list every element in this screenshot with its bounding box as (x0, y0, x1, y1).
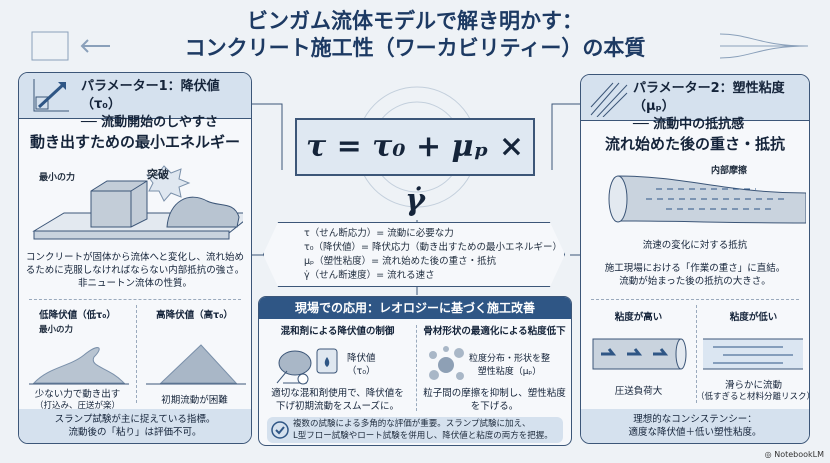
admixture-desc-1: 適切な混和剤使用で、降伏値を (271, 388, 404, 399)
parameter-1-panel: パラメーター1：降伏値（τ₀） ── 流動開始のしやすさ 動き出すための最小エネル… (18, 72, 252, 444)
aggregate-title: 骨材形状の最適化による粘度低下 (423, 326, 566, 337)
low-yield-title: 低降伏値（低τ₀） (39, 310, 116, 321)
parameter-2-panel: パラメーター2：塑性粘度（μₚ）── 流動中の抵抗感 流れ始めた後の重さ・抵抗 … (580, 74, 810, 444)
panel-2-footer-1: 理想的なコンシステンシー： (633, 414, 757, 425)
decorative-flow-icon (720, 33, 809, 59)
panel-2-footer-2: 適度な降伏値＋低い塑性粘度。 (628, 427, 762, 438)
aggregate-desc-2: を下げる。 (470, 401, 519, 412)
page-title: ビンガム流体モデルで解き明かす： コンクリート施工性（ワーカビリティー）の本質 (0, 8, 830, 62)
high-viscosity-text: 圧送負荷大 (614, 386, 663, 397)
low-yield-force-label: 最小の力 (39, 325, 74, 335)
panel-2-subtitle: ── 流動中の抵抗感 (633, 117, 745, 132)
panel-1-desc-2: るために克服しなければならない内部抵抗の強さ。 (25, 265, 245, 276)
panel-1-heading: 動き出すための最小エネルギー (29, 133, 240, 151)
panel-2-heading: 流れ始めた後の重さ・抵抗 (604, 135, 785, 153)
block-breakthrough-illustration (32, 165, 243, 240)
viscosity-flow-icon (590, 82, 628, 117)
mixer-admixture-icon (276, 348, 338, 385)
min-force-label: 最小の力 (39, 173, 76, 183)
low-viscosity-flow-icon (703, 338, 803, 370)
title-line-2: コンクリート施工性（ワーカビリティー）の本質 (184, 36, 646, 60)
low-yield-note: （打込み、圧送が楽） (34, 401, 120, 411)
definition-tau: τ（せん断応力）= 流動に必要な力 (304, 228, 454, 239)
breakthrough-label: 突破 (147, 168, 169, 181)
title-line-1: ビンガム流体モデルで解き明かす： (247, 9, 583, 33)
aggregate-particles-icon (429, 346, 464, 380)
internal-friction-label: 内部摩擦 (711, 166, 748, 176)
yield-arrow-icon (33, 79, 69, 112)
low-viscosity-title: 粘度が低い (729, 312, 778, 323)
low-viscosity-note: （低すぎると材料分離リスク） (696, 392, 810, 402)
check-circle-icon (271, 421, 289, 439)
application-title: 現場での応用：レオロジーに基づく施工改善 (259, 297, 571, 319)
definition-tau0: τ₀（降伏値）= 降伏応力（動き出すための最小エネルギー） (304, 242, 563, 253)
application-box: 現場での応用：レオロジーに基づく施工改善 混和剤による降伏値の制御 降伏値 （τ₀… (258, 296, 572, 446)
high-yield-section: 高降伏値（高τ₀） 初期流動が困難 (136, 309, 251, 406)
panel-1-footer: スランプ試験が主に捉えている指標。流動後の「粘り」は評価不可。 (19, 409, 251, 443)
low-viscosity-text: 滑らかに流動 (724, 380, 782, 391)
panel-1-footer-1: スランプ試験が主に捉えている指標。 (54, 414, 216, 425)
high-viscosity-pipe-icon (592, 338, 687, 370)
admixture-desc-2: 下げ初期流動をスムーズに。 (275, 401, 400, 412)
definitions-box: τ（せん断応力）= 流動に必要な力 τ₀（降伏値）= 降伏応力（動き出すための最… (263, 222, 565, 287)
bingham-equation: τ = τ₀ + μₚ × γ̇ (295, 118, 535, 218)
note-line-1: 複数の試験による多角的な評価が重要。スランプ試験に加え、 (293, 419, 531, 429)
panel-1-footer-2: 流動後の「粘り」は評価不可。 (68, 427, 202, 438)
high-yield-title: 高降伏値（高τ₀） (156, 310, 233, 321)
panel-1-desc-1: コンクリートが固体から流体へと変化し、流れ始め (25, 252, 245, 263)
panel-2-desc-1: 施工現場における「作業の重さ」に直結。 (604, 263, 786, 274)
panel-2-title: パラメーター2：塑性粘度（μₚ） (633, 81, 785, 114)
panel-2-footer: 理想的なコンシステンシー： 適度な降伏値＋低い塑性粘度。 (581, 409, 809, 443)
pipe-flow-illustration (608, 175, 806, 224)
high-yield-text: 初期流動が困難 (161, 395, 228, 406)
aggregate-label-2: 塑性粘度（μₚ） (477, 367, 542, 377)
definition-mup: μₚ（塑性粘度）= 流れ始めた後の重さ・抵抗 (304, 256, 497, 267)
decorative-arrow-icon (31, 31, 110, 61)
definition-gamma-dot: γ̇（せん断速度）= 流れる速さ (304, 270, 435, 281)
low-yield-section: 低降伏値（低τ₀） 最小の力 少ない力で動き出す（打込み、圧送が楽） (19, 309, 136, 411)
high-viscosity-title: 粘度が高い (614, 312, 663, 323)
panel-2-desc-2: 流動が始まった後の抵抗の大きさ。 (619, 276, 771, 287)
note-line-2: L型フロー試験やロート試験を併用し、降伏値と粘度の両方を把握。 (293, 431, 553, 441)
notebooklm-logo-icon: ◎ (764, 450, 775, 459)
brand-label: ◎ NotebookLM (765, 450, 824, 459)
aggregate-label-1: 粒度分布・形状を整 (469, 354, 551, 364)
resistance-label: 流速の変化に対する抵抗 (642, 240, 748, 251)
low-yield-text: 少ない力で動き出す (34, 389, 121, 400)
aggregate-desc-1: 粒子間の摩擦を抑制し、塑性粘度 (423, 388, 566, 399)
low-yield-pile-illustration (29, 347, 129, 385)
brand-text: NotebookLM (774, 450, 824, 459)
panel-1-title: パラメーター1：降伏値（τ₀） (81, 79, 220, 112)
admixture-label-2: （τ₀） (347, 366, 376, 377)
panel-1-subtitle: ── 流動開始のしやすさ (81, 115, 219, 130)
high-yield-pile-illustration (146, 344, 246, 385)
admixture-label-1: 降伏値 (347, 353, 376, 364)
admixture-title: 混和剤による降伏値の制御 (280, 326, 395, 337)
panel-1-desc-3: 非ニュートン流体の性質。 (77, 278, 192, 289)
evaluation-note: 複数の試験による多角的な評価が重要。スランプ試験に加え、 L型フロー試験やロート試… (267, 417, 563, 443)
